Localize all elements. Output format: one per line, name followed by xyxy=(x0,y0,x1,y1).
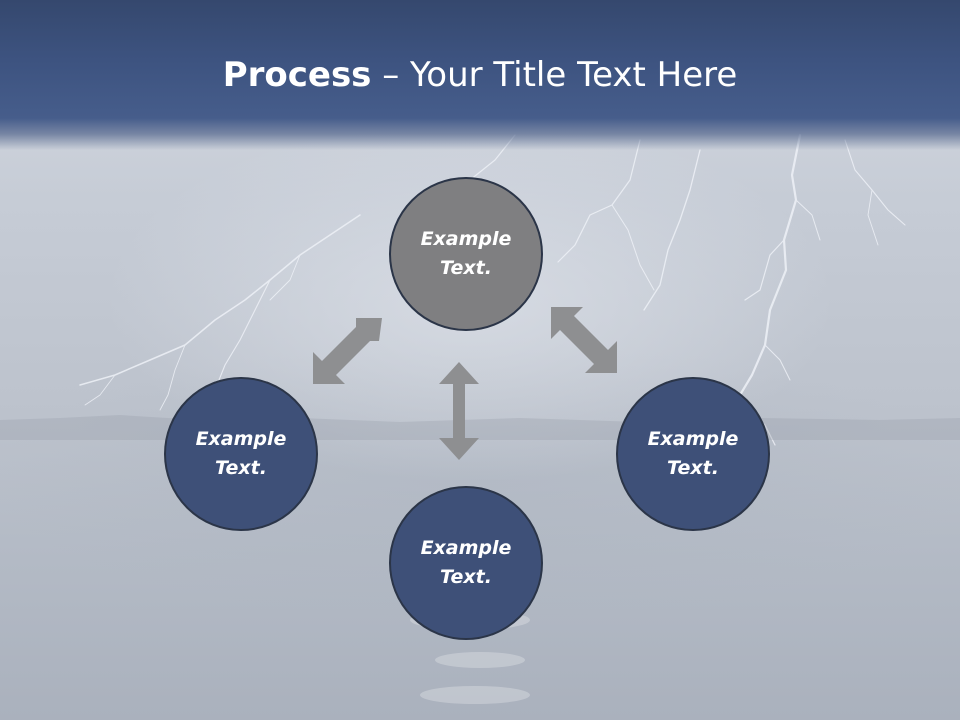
node-right-text: Example Text. xyxy=(647,428,739,479)
node-bottom-text: Example Text. xyxy=(420,537,512,588)
double-arrow-upper-right xyxy=(551,307,617,373)
title-bold: Process xyxy=(222,55,372,95)
node-bottom[interactable]: Example Text. xyxy=(389,486,543,640)
node-left-text: Example Text. xyxy=(195,428,287,479)
node-top[interactable]: Example Text. xyxy=(389,177,543,331)
double-arrow-upper-left xyxy=(313,318,382,384)
double-arrow-vertical xyxy=(439,362,479,460)
title-rest: – Your Title Text Here xyxy=(371,55,738,95)
title-bar xyxy=(0,0,960,150)
slide-title: Process – Your Title Text Here xyxy=(0,52,960,98)
node-left[interactable]: Example Text. xyxy=(164,377,318,531)
node-right[interactable]: Example Text. xyxy=(616,377,770,531)
node-top-text: Example Text. xyxy=(420,228,512,279)
